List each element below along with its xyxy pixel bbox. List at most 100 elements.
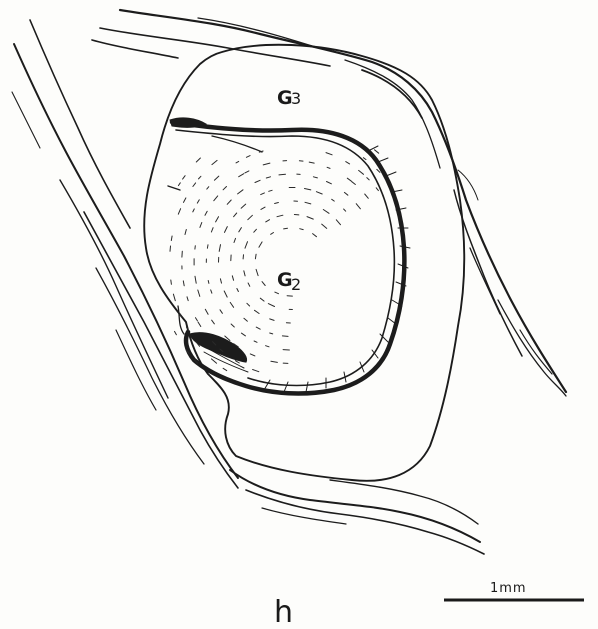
stipple-dash	[170, 246, 171, 251]
stipple-dash	[248, 215, 253, 219]
stipple-dash	[171, 236, 172, 241]
stipple-dash	[300, 229, 304, 230]
stipple-dash	[263, 163, 270, 165]
scale-bar-label: 1mm	[490, 581, 527, 596]
stipple-dash	[305, 202, 311, 204]
stipple-dash	[323, 210, 329, 214]
stipple-dash	[313, 177, 317, 178]
stipple-dash	[332, 199, 335, 201]
stipple-dash	[275, 203, 279, 204]
stipple-dash	[211, 228, 213, 232]
stipple-dash	[212, 160, 217, 164]
stipple-dash	[183, 176, 186, 179]
stipple-dash	[199, 176, 201, 179]
stipple-dash	[214, 196, 218, 201]
stipple-dash	[193, 183, 196, 187]
stipple-dash	[241, 204, 246, 208]
stipple-dash	[277, 215, 283, 217]
stipple-dash	[234, 238, 236, 242]
stipple-dash	[227, 200, 231, 204]
stipple-dash	[352, 182, 356, 185]
stipple-dash	[244, 318, 248, 321]
stipple-dash	[266, 177, 270, 178]
stipple-dash	[250, 354, 255, 356]
stipple-dash	[347, 178, 351, 181]
stipple-dash	[268, 304, 274, 307]
stipple-dash	[377, 169, 380, 172]
stipple-dash	[207, 245, 208, 248]
stipple-dash	[178, 183, 180, 186]
stipple-dash	[185, 230, 186, 235]
stipple-dash	[255, 310, 260, 313]
stipple-dash	[214, 176, 218, 180]
stipple-dash	[193, 209, 195, 212]
stipple-dash	[309, 162, 314, 163]
stipple-dash	[313, 234, 317, 237]
inner-g2-rim	[168, 118, 410, 394]
stipple-dash	[225, 227, 228, 233]
stipple-dash	[220, 310, 222, 314]
stipple-dash	[344, 209, 346, 211]
stipple-dash	[282, 336, 288, 337]
stipple-dash	[205, 309, 208, 314]
stipple-dash	[269, 190, 272, 191]
scale-bar: 1mm	[444, 581, 584, 600]
stipple-dash	[238, 190, 243, 194]
stipple-dash	[205, 211, 207, 215]
stipple-dash	[359, 170, 364, 174]
stipple-dash	[261, 193, 265, 195]
stipple-dash	[365, 194, 369, 198]
stipple-dash	[224, 291, 227, 297]
stipple-dash	[246, 156, 250, 158]
stipple-dash	[235, 361, 239, 363]
stipple-dash	[187, 297, 188, 301]
stipple-dash	[255, 180, 260, 182]
stipple-dash	[208, 281, 209, 284]
stipple-dash	[196, 158, 200, 162]
stipple-dash	[327, 182, 332, 184]
stipple-dash	[261, 207, 265, 209]
stipple-dash	[223, 187, 226, 190]
stipple-dash	[237, 289, 239, 292]
stipple-dash	[259, 242, 262, 247]
stipple-dash	[212, 320, 215, 324]
panel-letter: h	[274, 595, 293, 629]
label-g2-subscript: 2	[291, 275, 301, 294]
stipple-dash	[231, 324, 234, 327]
stipple-dash	[244, 271, 245, 276]
upper-right-fibre-band	[92, 10, 566, 396]
left-fibre-band	[12, 20, 238, 488]
stipple-dash	[197, 200, 199, 203]
stipple-dash	[173, 294, 175, 301]
stipple-dash	[220, 279, 221, 283]
stipple-dash	[255, 254, 256, 259]
stipple-dash	[262, 282, 265, 286]
lower-fibre-band	[230, 470, 484, 554]
stipple-dash	[271, 361, 278, 362]
stipple-dash	[256, 327, 260, 329]
stipple-dash	[230, 302, 233, 307]
stipple-dash	[248, 283, 250, 286]
stipple-dash	[266, 346, 269, 347]
stipple-dash	[183, 281, 184, 286]
stipple-dash	[271, 233, 274, 235]
label-g3-subscript: 3	[291, 89, 301, 108]
stipple-dash	[344, 192, 348, 195]
stipple-dash	[247, 303, 250, 306]
stipple-dash	[239, 228, 242, 232]
stipple-dash	[270, 333, 273, 334]
stipple-dash	[239, 174, 244, 177]
stipple-dash	[232, 276, 233, 281]
stipple-dash	[195, 276, 196, 283]
stipple-dash	[284, 228, 288, 229]
stipple-dash	[184, 198, 186, 203]
stipple-dash	[326, 153, 332, 155]
stipple-dash	[336, 220, 340, 225]
stipple-dash	[216, 217, 219, 222]
stipple-dash	[241, 333, 245, 336]
stipple-dash	[198, 322, 201, 327]
stipple-dash	[270, 319, 274, 321]
stipple-dash	[307, 217, 313, 220]
